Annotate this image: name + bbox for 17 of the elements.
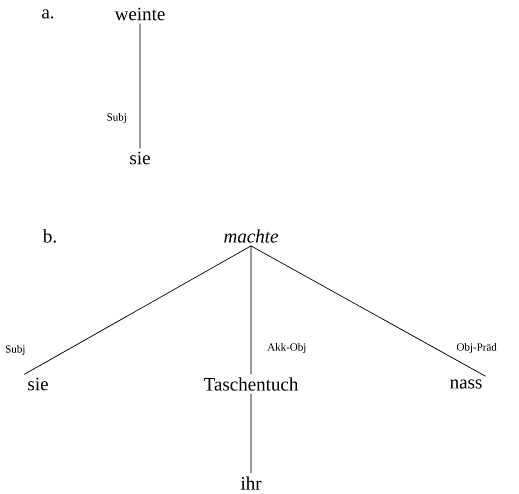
edge-label: Subj bbox=[106, 112, 128, 124]
edge-label: Akk-Obj bbox=[266, 342, 308, 354]
line bbox=[250, 245, 252, 374]
word: Taschentuch bbox=[204, 377, 298, 391]
word: ihr bbox=[240, 476, 262, 490]
word: weinte bbox=[114, 8, 165, 20]
word: sie bbox=[130, 152, 150, 164]
edge-label: Obj-Präd bbox=[455, 342, 498, 354]
line bbox=[250, 393, 252, 474]
edge-label: Subj bbox=[4, 344, 26, 356]
line bbox=[24, 245, 252, 375]
item-letter: b. bbox=[42, 229, 56, 243]
word: machte bbox=[224, 229, 278, 243]
line bbox=[250, 245, 486, 377]
word: sie bbox=[28, 378, 48, 390]
word: nass bbox=[450, 379, 482, 389]
item-letter: a. bbox=[42, 9, 54, 19]
